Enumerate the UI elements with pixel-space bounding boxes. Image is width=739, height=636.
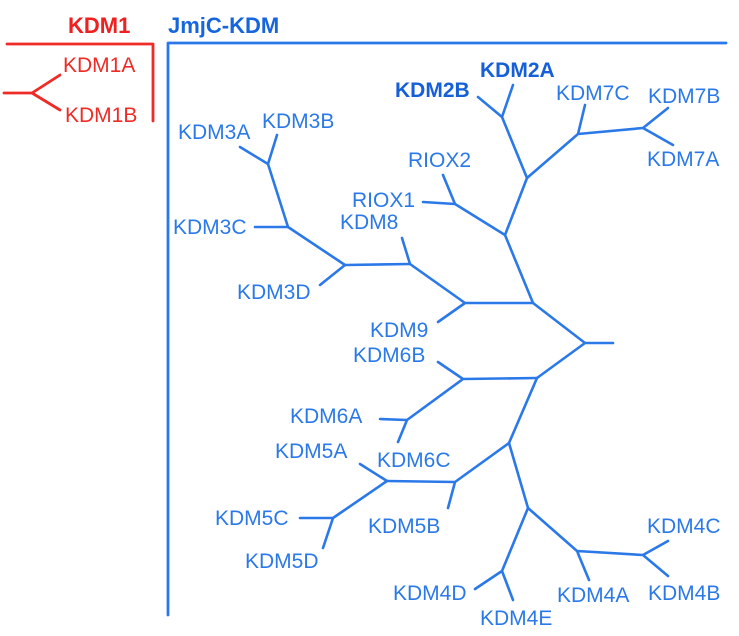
label-kdm3a: KDM3A — [178, 121, 251, 144]
label-riox1: RIOX1 — [352, 189, 416, 212]
kdm1-family-lines — [2, 42, 155, 123]
jmjc-family-bracket — [166, 41, 728, 617]
label-kdm6b: KDM6B — [353, 344, 426, 367]
label-kdm5c: KDM5C — [215, 507, 289, 530]
label-kdm3b: KDM3B — [262, 110, 335, 133]
jmjc-tree-lines — [238, 83, 675, 602]
label-kdm7c: KDM7C — [556, 82, 630, 105]
label-kdm6a: KDM6A — [290, 405, 363, 428]
label-kdm5a: KDM5A — [275, 440, 348, 463]
label-kdm4c: KDM4C — [647, 515, 721, 538]
label-kdm7a: KDM7A — [647, 148, 720, 171]
label-kdm4b: KDM4B — [648, 582, 721, 605]
label-kdm9: KDM9 — [370, 319, 429, 342]
label-kdm7b: KDM7B — [648, 85, 721, 108]
label-kdm1a: KDM1A — [63, 54, 136, 77]
label-kdm2a: KDM2A — [480, 59, 555, 82]
label-kdm3d: KDM3D — [237, 281, 311, 304]
label-kdm5d: KDM5D — [245, 550, 319, 573]
label-kdm1b: KDM1B — [65, 104, 138, 127]
label-kdm8: KDM8 — [340, 211, 399, 234]
kdm1-family-title: KDM1 — [68, 13, 131, 38]
label-kdm4d: KDM4D — [393, 582, 467, 605]
label-riox2: RIOX2 — [408, 149, 472, 172]
label-kdm3c: KDM3C — [173, 216, 247, 239]
label-kdm4e: KDM4E — [480, 607, 553, 630]
label-kdm5b: KDM5B — [368, 515, 441, 538]
label-kdm4a: KDM4A — [557, 584, 630, 607]
label-kdm6c: KDM6C — [377, 449, 451, 472]
label-kdm2b: KDM2B — [395, 79, 470, 102]
jmjc-family-title: JmjC-KDM — [168, 13, 280, 38]
